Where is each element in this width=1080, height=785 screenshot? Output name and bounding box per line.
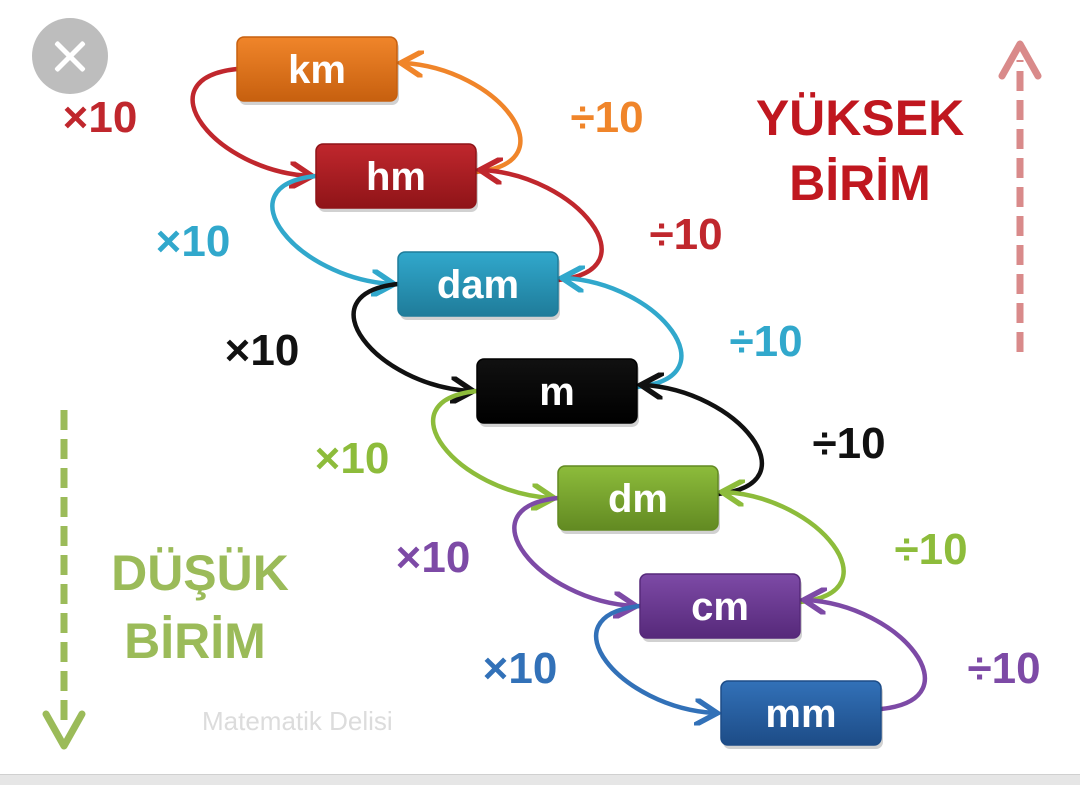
multiply-label: ×10 [63, 93, 138, 142]
operation-labels: ×10 ×10 ×10 ×10 ×10 ×10 ÷10 ÷10 ÷10 ÷10 ÷10 ÷10 [63, 93, 1041, 693]
divide-label: ÷10 [729, 317, 802, 366]
divide-label: ÷10 [649, 210, 722, 259]
unit-label: km [288, 48, 346, 92]
unit-box-hm: hm [315, 143, 478, 212]
unit-label: dam [437, 263, 519, 307]
unit-box-km: km [236, 36, 399, 105]
divide-arrow [724, 492, 846, 605]
unit-box-dm: dm [557, 465, 720, 534]
watermark: Matematik Delisi [202, 706, 393, 736]
unit-label: hm [366, 155, 426, 199]
unit-boxes: km hm dam m dm cm mm [236, 36, 883, 749]
up-arrow-icon [998, 40, 1042, 352]
multiply-arrow [512, 495, 634, 606]
close-button[interactable] [32, 18, 108, 94]
multiply-arrow [351, 281, 471, 391]
unit-box-cm: cm [639, 573, 802, 642]
divide-arrow [643, 385, 765, 497]
divide-label: ÷10 [967, 644, 1040, 693]
multiply-arrow [270, 173, 392, 284]
unit-label: m [539, 370, 575, 414]
unit-label: mm [765, 692, 836, 736]
multiply-arrow [190, 66, 310, 176]
unit-box-m: m [476, 358, 639, 427]
unit-box-dam: dam [397, 251, 560, 320]
down-arrow-icon [42, 410, 86, 750]
divide-arrow [403, 63, 523, 175]
unit-label: cm [691, 585, 749, 629]
multiply-label: ×10 [225, 326, 300, 375]
multiply-label: ×10 [483, 644, 558, 693]
multiply-label: ×10 [315, 434, 390, 483]
bottom-bar [0, 774, 1080, 785]
divide-arrow [482, 170, 604, 283]
multiply-label: ×10 [396, 533, 471, 582]
high-unit-label-line1: YÜKSEK [756, 90, 964, 146]
divide-label: ÷10 [812, 419, 885, 468]
low-unit-label-line1: DÜŞÜK [111, 545, 289, 601]
conversion-arrows [190, 63, 928, 713]
divide-label: ÷10 [894, 525, 967, 574]
divide-arrow [806, 600, 928, 712]
divide-arrow [564, 278, 684, 390]
unit-box-mm: mm [720, 680, 883, 749]
low-unit-label-line2: BİRİM [124, 613, 266, 669]
multiply-arrow [593, 603, 715, 713]
divide-label: ÷10 [570, 93, 643, 142]
unit-label: dm [608, 477, 668, 521]
multiply-arrow [430, 388, 552, 498]
multiply-label: ×10 [156, 217, 231, 266]
high-unit-label-line2: BİRİM [789, 155, 931, 211]
